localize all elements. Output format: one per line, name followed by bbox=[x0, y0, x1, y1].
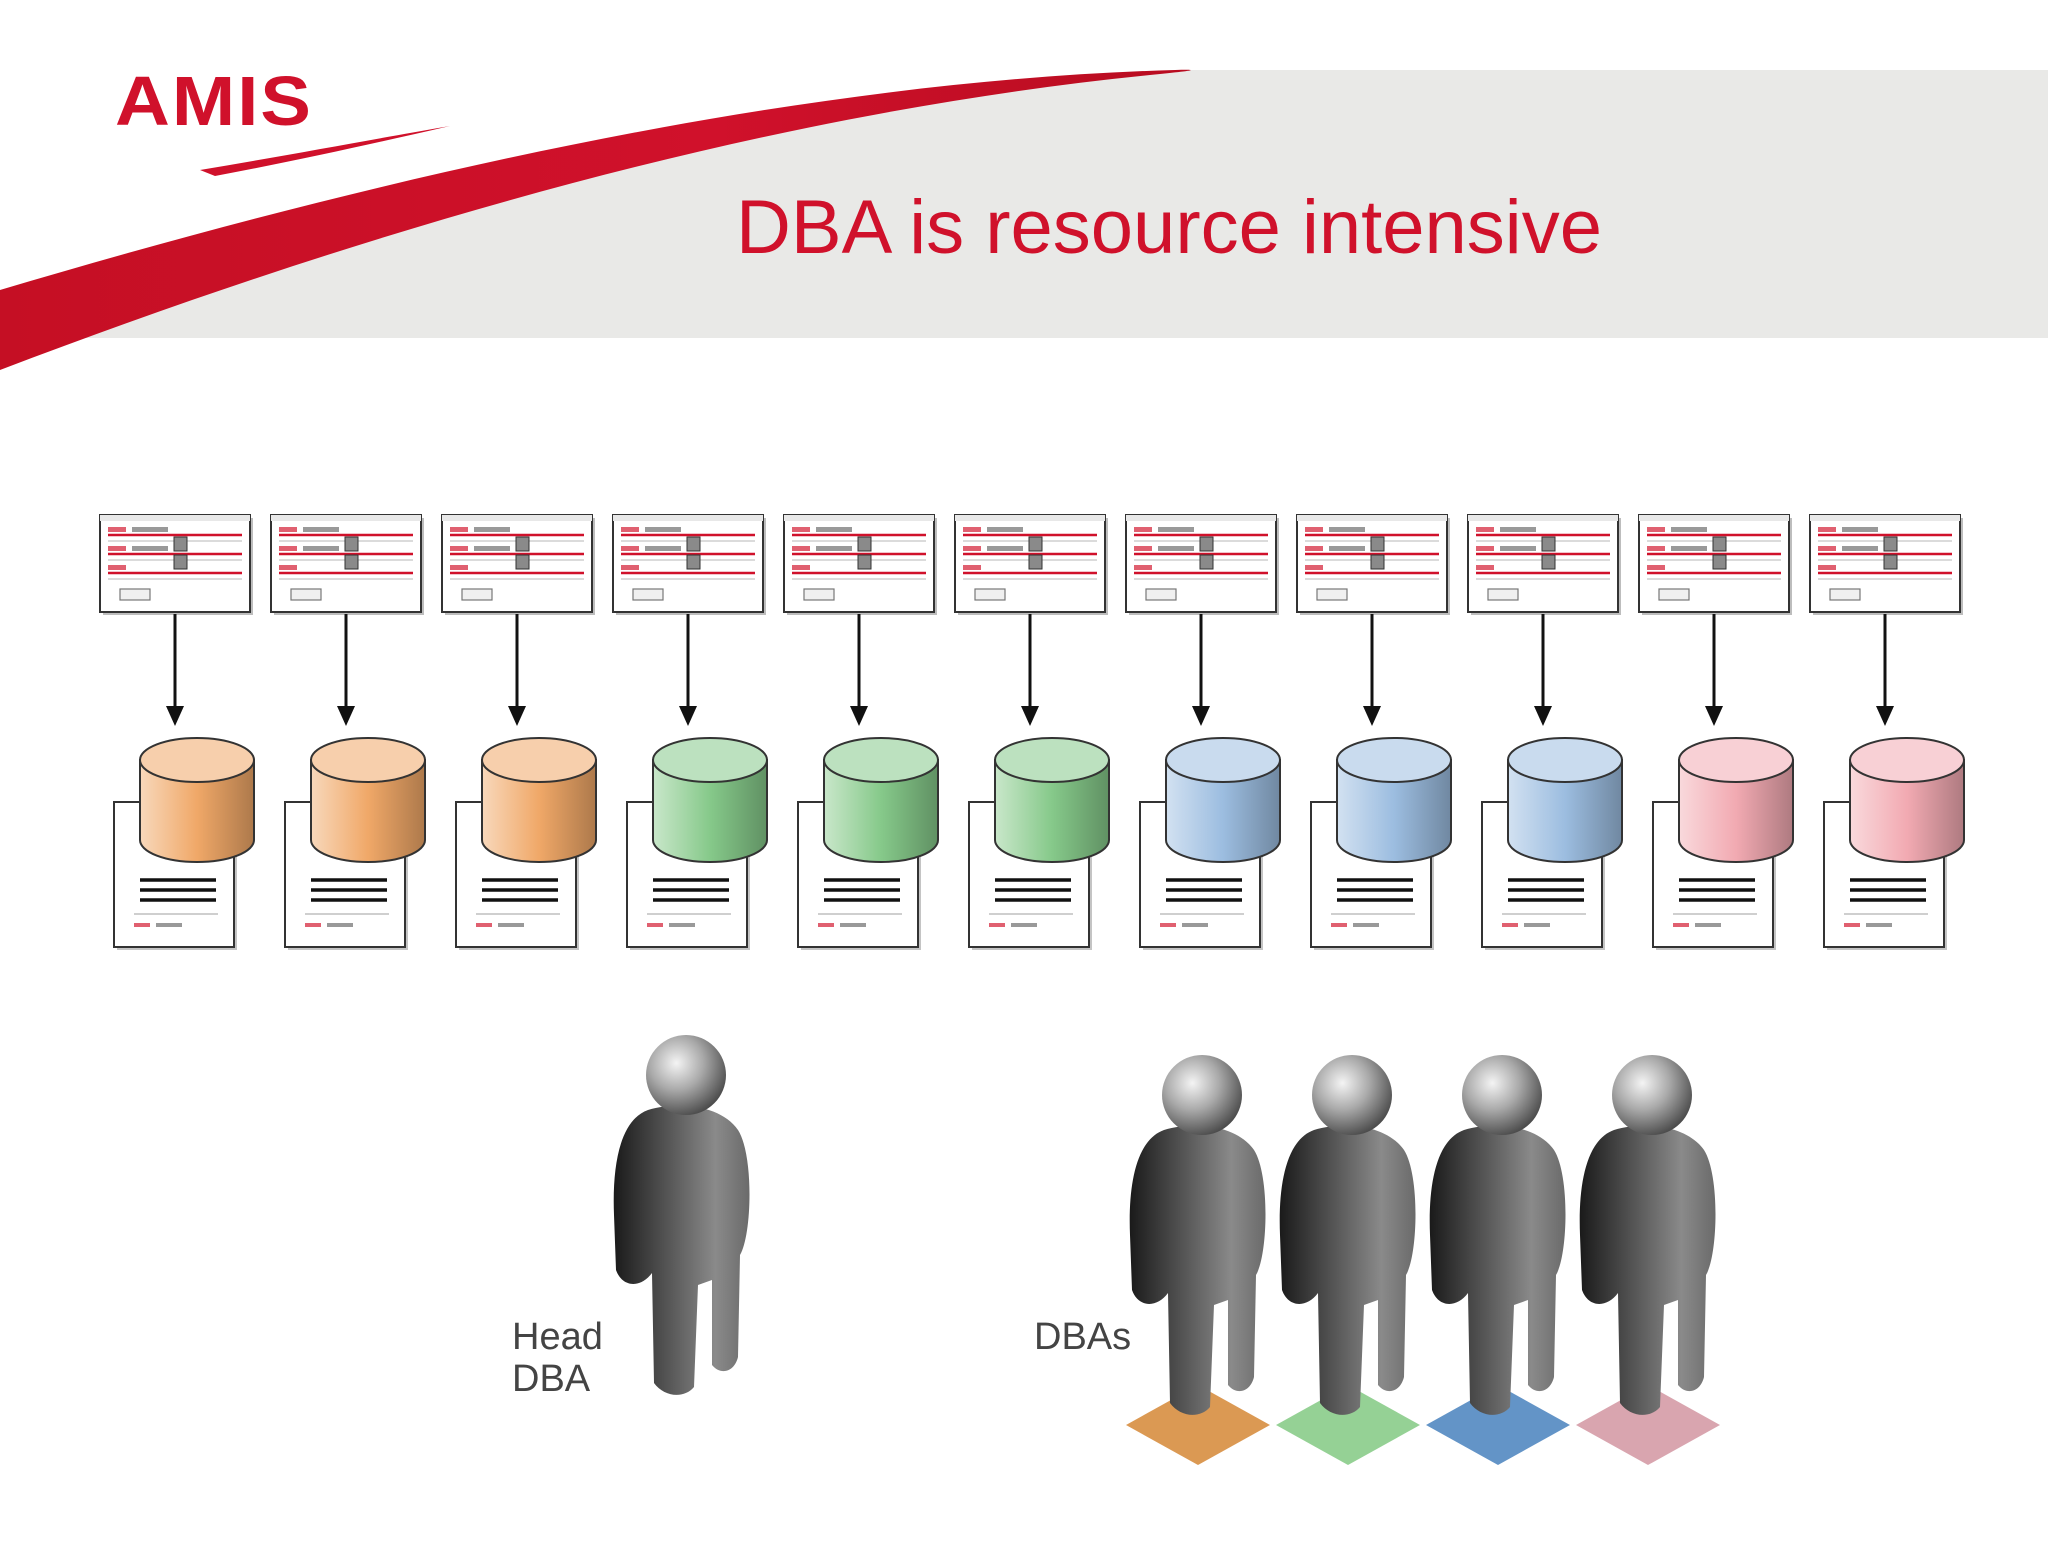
person-head bbox=[1612, 1055, 1692, 1135]
person-body bbox=[1129, 1125, 1266, 1415]
app-form-window bbox=[270, 514, 424, 615]
app-form-window bbox=[99, 514, 253, 615]
app-form-window bbox=[441, 514, 595, 615]
down-arrow-icon bbox=[679, 614, 697, 726]
database-icon bbox=[455, 737, 597, 950]
arrow-row bbox=[166, 614, 1894, 726]
dba-figure bbox=[1276, 1055, 1420, 1465]
database-icon bbox=[113, 737, 255, 950]
app-form-window bbox=[612, 514, 766, 615]
dba-figure bbox=[1576, 1055, 1720, 1465]
down-arrow-icon bbox=[1192, 614, 1210, 726]
database-icon bbox=[626, 737, 768, 950]
person-head bbox=[1162, 1055, 1242, 1135]
header-band bbox=[0, 0, 2048, 371]
person-head bbox=[646, 1035, 726, 1115]
database-icon bbox=[968, 737, 1110, 950]
app-form-window bbox=[1809, 514, 1963, 615]
people-group bbox=[613, 1035, 1720, 1465]
page-title: DBA is resource intensive bbox=[736, 185, 1602, 270]
app-form-window bbox=[1467, 514, 1621, 615]
database-icon bbox=[797, 737, 939, 950]
down-arrow-icon bbox=[1876, 614, 1894, 726]
database-icon bbox=[1823, 737, 1965, 950]
head-dba-figure bbox=[613, 1035, 750, 1395]
app-form-window bbox=[783, 514, 937, 615]
down-arrow-icon bbox=[1534, 614, 1552, 726]
app-form-window bbox=[1296, 514, 1450, 615]
app-form-window bbox=[954, 514, 1108, 615]
down-arrow-icon bbox=[1021, 614, 1039, 726]
database-icon bbox=[284, 737, 426, 950]
dba-figure bbox=[1126, 1055, 1270, 1465]
person-body bbox=[1429, 1125, 1566, 1415]
application-row bbox=[99, 514, 1963, 615]
down-arrow-icon bbox=[1705, 614, 1723, 726]
app-form-window bbox=[1125, 514, 1279, 615]
database-row bbox=[113, 737, 1965, 950]
head-dba-label-line1: Head bbox=[512, 1316, 603, 1358]
person-body bbox=[1279, 1125, 1416, 1415]
app-form-window bbox=[1638, 514, 1792, 615]
down-arrow-icon bbox=[166, 614, 184, 726]
down-arrow-icon bbox=[508, 614, 526, 726]
floor-tile bbox=[1426, 1385, 1570, 1465]
down-arrow-icon bbox=[337, 614, 355, 726]
floor-tile bbox=[1276, 1385, 1420, 1465]
person-head bbox=[1462, 1055, 1542, 1135]
database-icon bbox=[1481, 737, 1623, 950]
floor-tile bbox=[1126, 1385, 1270, 1465]
head-dba-label-line2: DBA bbox=[512, 1358, 591, 1400]
person-body bbox=[1579, 1125, 1716, 1415]
head-dba-label: Head DBA bbox=[512, 1316, 603, 1400]
database-icon bbox=[1652, 737, 1794, 950]
amis-logo: AMIS bbox=[115, 62, 313, 141]
down-arrow-icon bbox=[1363, 614, 1381, 726]
down-arrow-icon bbox=[850, 614, 868, 726]
person-head bbox=[1312, 1055, 1392, 1135]
dba-figure bbox=[1426, 1055, 1570, 1465]
database-icon bbox=[1139, 737, 1281, 950]
logo-swoosh bbox=[200, 126, 450, 176]
dbas-label: DBAs bbox=[1034, 1316, 1132, 1358]
database-icon bbox=[1310, 737, 1452, 950]
person-body bbox=[613, 1105, 750, 1395]
floor-tile bbox=[1576, 1385, 1720, 1465]
